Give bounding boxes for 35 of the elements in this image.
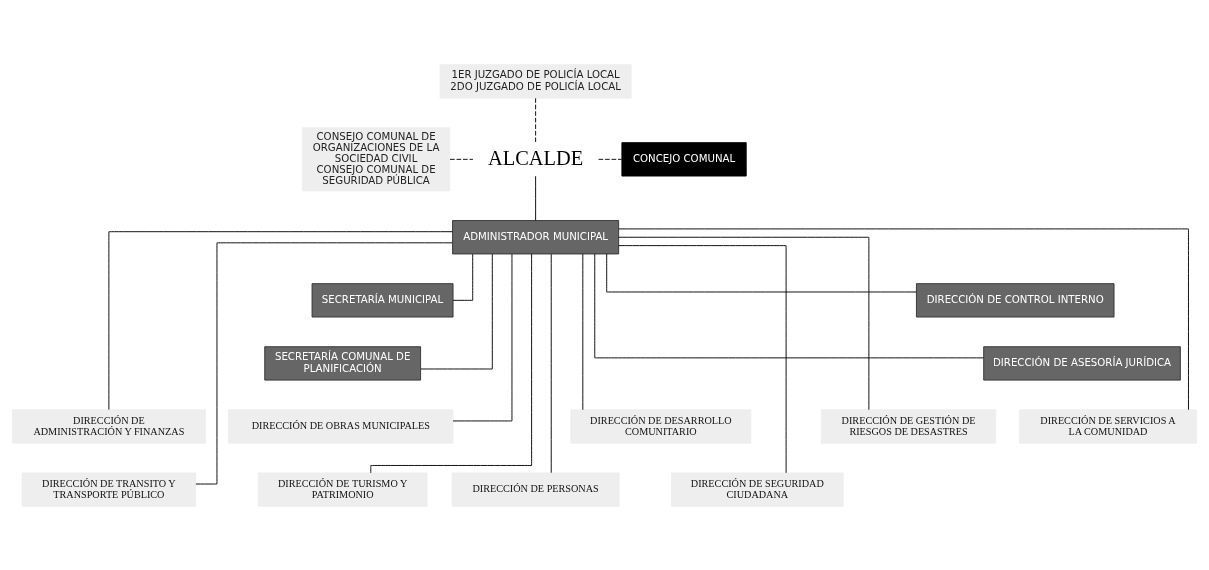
node-box: 1ER JUZGADO DE POLICÍA LOCAL 2DO JUZGADO DE POLICÍA LOCAL	[439, 63, 632, 99]
connector	[594, 253, 984, 358]
node-box: CONCEJO COMUNAL	[621, 141, 747, 176]
connector	[195, 241, 453, 484]
connector	[420, 253, 493, 369]
node-box: DIRECCIÓN DE TRANSITO Y TRANSPORTE PÚBLICO	[21, 471, 197, 507]
connector	[535, 97, 537, 143]
connector	[452, 253, 474, 301]
connector	[449, 158, 474, 160]
node-box: CONSEJO COMUNAL DE ORGANIZACIONES DE LA SOCIEDAD CIVIL CONSEJO COMUNAL DE SEGURIDAD PÚBLICA	[301, 126, 451, 191]
node-box: DIRECCIÓN DE GESTIÓN DE RIESGOS DE DESASTRES	[820, 408, 997, 444]
node-box: DIRECCIÓN DE ADMINISTRACIÓN Y FINANZAS	[11, 408, 206, 444]
node-box: DIRECCIÓN DE TURISMO Y PATRIMONIO	[257, 471, 428, 507]
connector	[618, 244, 787, 473]
node-box: DIRECCIÓN DE SERVICIOS A LA COMUNIDAD	[1018, 408, 1198, 444]
node-box: DIRECCIÓN DE SEGURIDAD CIUDADANA	[671, 471, 844, 507]
connector	[550, 253, 552, 473]
node-box: DIRECCIÓN DE CONTROL INTERNO	[915, 282, 1115, 317]
connector	[598, 158, 623, 160]
node-box: ADMINISTRADOR MUNICIPAL	[452, 219, 620, 254]
node-box: DIRECCIÓN DE DESARROLLO COMUNITARIO	[570, 408, 752, 444]
connector	[108, 230, 454, 410]
connector	[582, 253, 584, 410]
connector	[618, 227, 1189, 410]
connector	[452, 253, 513, 421]
connector	[606, 253, 917, 292]
node-text: ALCALDE	[488, 146, 584, 169]
node-box: DIRECCIÓN DE ASESORÍA JURÍDICA	[983, 345, 1181, 381]
node-box: SECRETARÍA MUNICIPAL	[311, 282, 454, 317]
node-box: DIRECCIÓN DE OBRAS MUNICIPALES	[228, 408, 454, 444]
node-box: SECRETARÍA COMUNAL DE PLANIFICACIÓN	[264, 345, 422, 381]
connector	[618, 236, 870, 410]
connector	[370, 253, 533, 473]
node-box: DIRECCIÓN DE PERSONAS	[451, 471, 620, 507]
connector	[535, 175, 537, 221]
